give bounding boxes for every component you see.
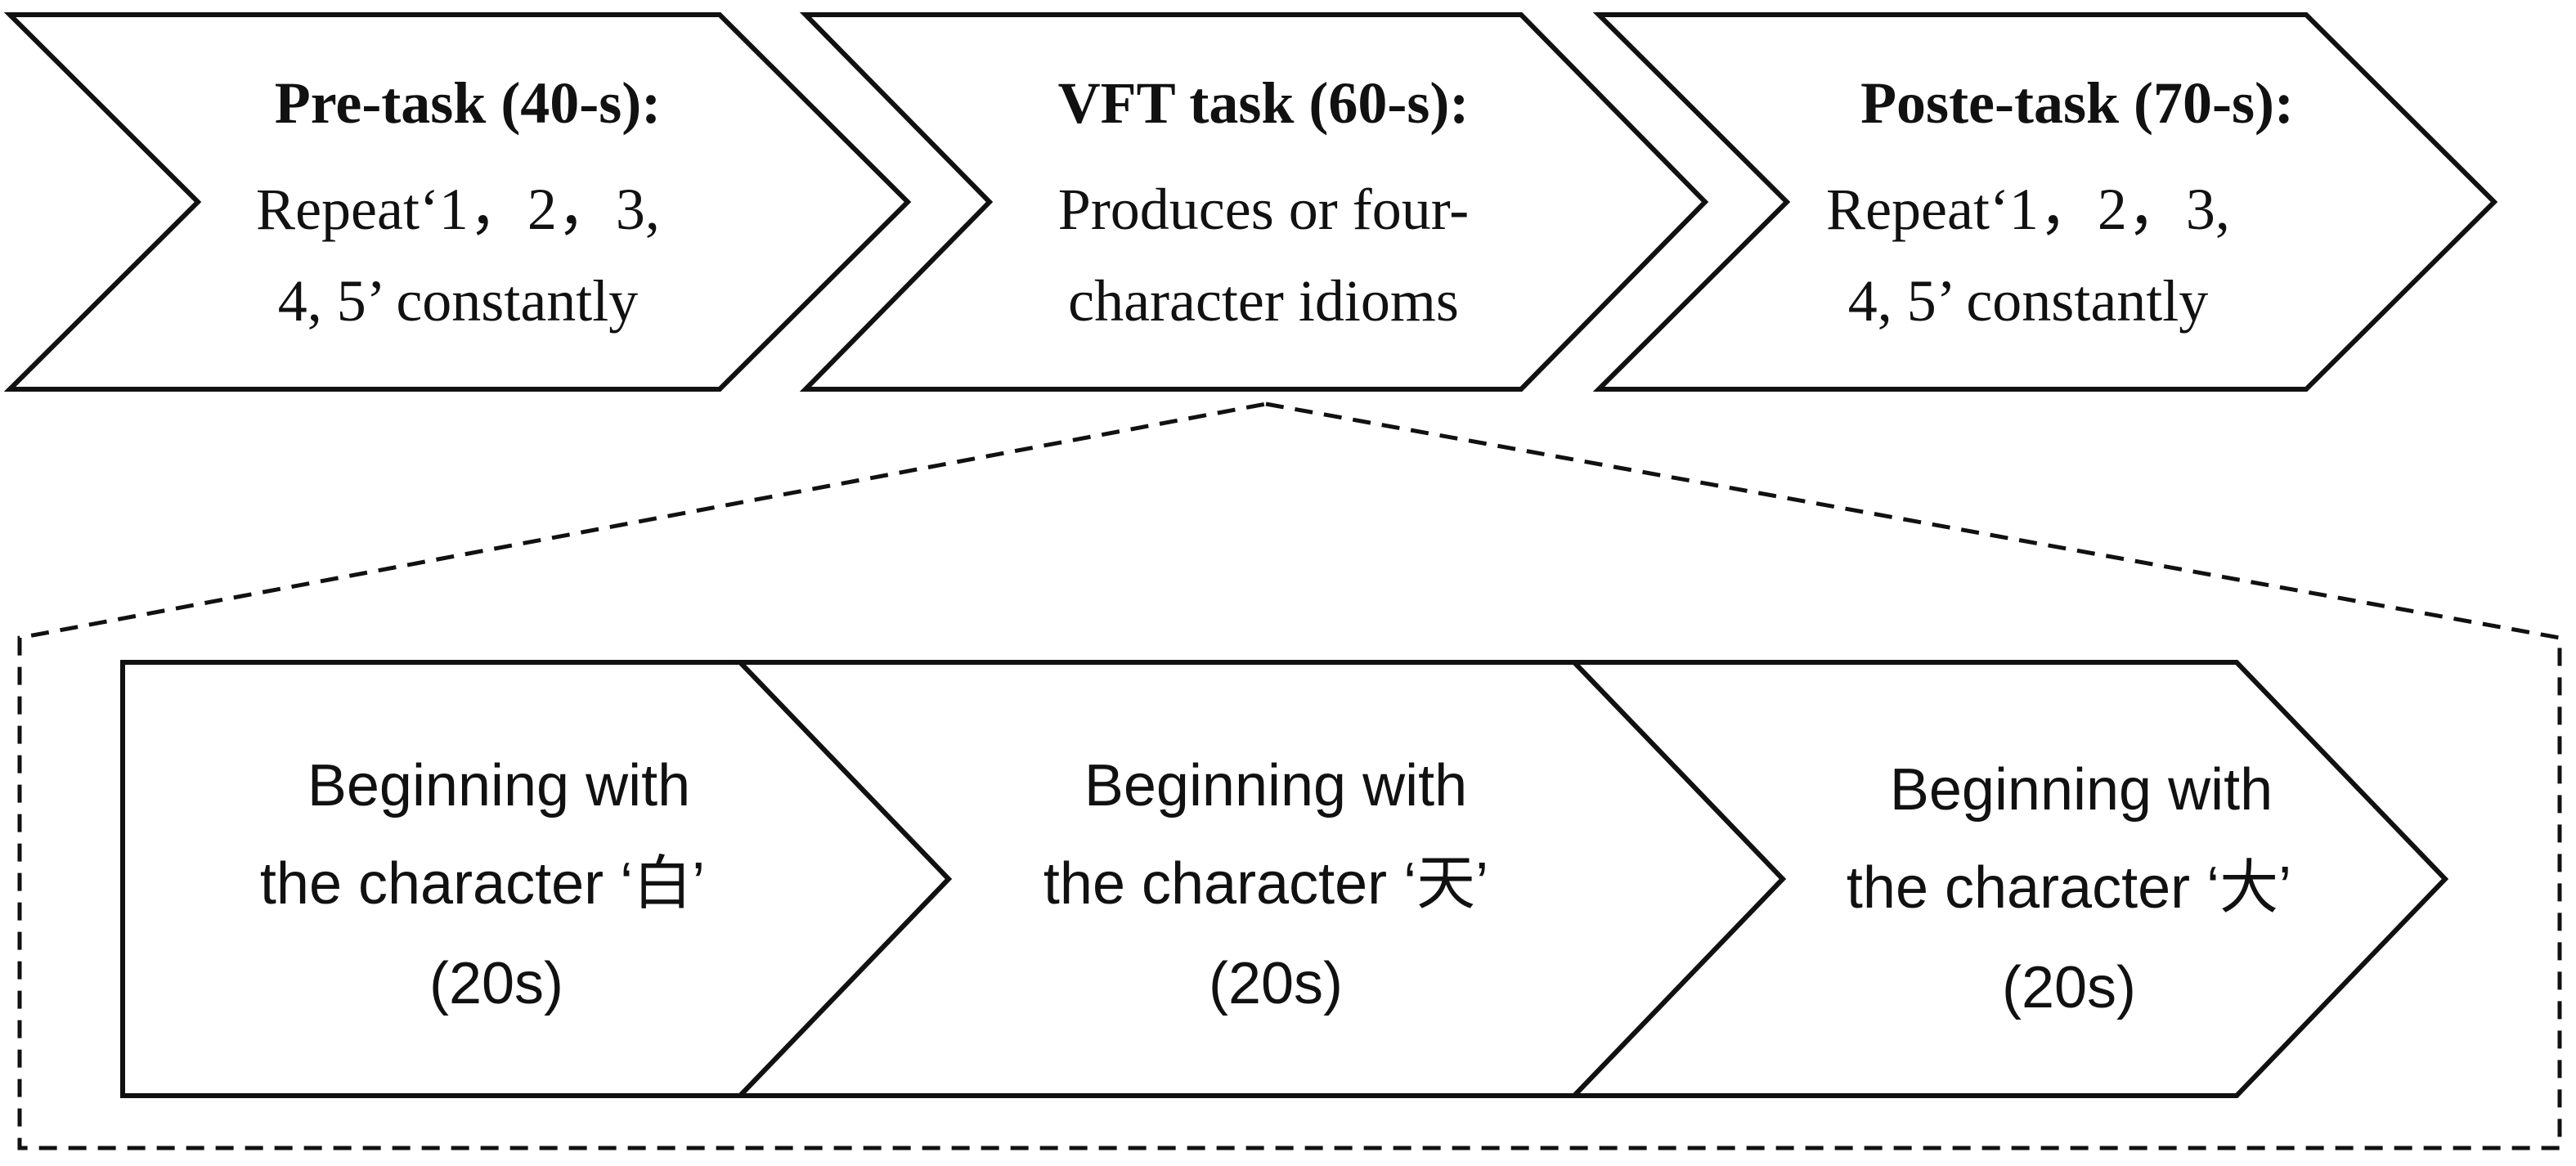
- vft-block-line: (20s): [1209, 951, 1343, 1016]
- vft-block-1: Beginning with the character ‘白’ (20s): [120, 660, 953, 1098]
- stage-description-line: character idioms: [1068, 268, 1459, 334]
- stage-vft-task: VFT task (60-s): Produces or four- chara…: [799, 12, 1709, 392]
- stage-vft-task-chevron: [799, 12, 1709, 392]
- stage-pre-task: Pre-task (40-s): Repeat‘1，2，3, 4, 5’ con…: [3, 12, 912, 392]
- vft-expansion-outline: [17, 401, 2562, 1150]
- stage-title: VFT task (60-s):: [1058, 70, 1470, 136]
- vft-block-line: (20s): [429, 951, 563, 1016]
- stage-description-line: 4, 5’ constantly: [1848, 268, 2209, 334]
- stage-poste-task-chevron: [1592, 12, 2498, 392]
- vft-block-line: Beginning with: [1084, 753, 1467, 818]
- vft-block-line: the character ‘白’: [260, 851, 705, 917]
- vft-block-2: Beginning with the character ‘天’ (20s): [734, 660, 1787, 1098]
- stage-pre-task-chevron: [3, 12, 912, 392]
- vft-block-line: Beginning with: [307, 753, 690, 818]
- vft-block-line: the character ‘天’: [1043, 851, 1488, 917]
- stage-title: Pre-task (40-s):: [275, 70, 662, 136]
- vft-block-line: the character ‘大’: [1847, 855, 2291, 921]
- stage-description-line: Repeat‘1，2，3,: [256, 177, 660, 242]
- vft-block-3: Beginning with the character ‘大’ (20s): [1568, 660, 2449, 1098]
- stage-description-line: Repeat‘1，2，3,: [1826, 177, 2230, 242]
- stage-description-line: Produces or four-: [1058, 177, 1469, 242]
- stage-description-line: 4, 5’ constantly: [278, 268, 639, 334]
- stage-title: Poste-task (70-s):: [1860, 70, 2294, 136]
- vft-block-line: (20s): [2002, 955, 2136, 1020]
- vft-block-line: Beginning with: [1890, 757, 2273, 823]
- stage-poste-task: Poste-task (70-s): Repeat‘1，2，3, 4, 5’ c…: [1592, 12, 2498, 392]
- vft-block-3-shape: [1568, 660, 2449, 1098]
